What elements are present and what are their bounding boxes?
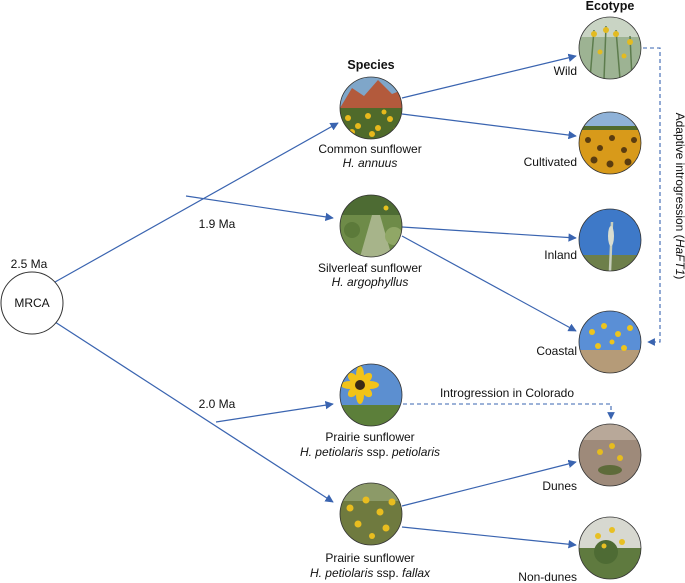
inland-ecotype-photo xyxy=(579,209,641,271)
mrca-node xyxy=(0,271,64,335)
species-header: Species xyxy=(347,58,394,72)
branch-fallax-dunes xyxy=(401,459,577,507)
prairie-petiolaris-photo xyxy=(340,364,402,426)
ecotype-header: Ecotype xyxy=(586,0,635,13)
branch-to-petiolaris xyxy=(215,400,334,423)
silverleaf-sunflower-photo xyxy=(340,195,402,257)
species-latin-2: H. argophyllus xyxy=(332,275,409,289)
ecotype-label-dunes: Dunes xyxy=(542,479,577,493)
species-common-3: Prairie sunflower xyxy=(325,430,414,444)
branch-fallax-nondunes xyxy=(401,526,577,549)
branch-annuus-cultivated xyxy=(401,113,577,140)
dunes-ecotype-photo xyxy=(579,424,641,486)
ecotype-label-cultivated: Cultivated xyxy=(524,155,577,169)
ecotype-label-wild: Wild xyxy=(554,64,577,78)
branch-root-fallax xyxy=(54,321,334,503)
mrca-label: MRCA xyxy=(14,296,49,310)
root-age-label: 2.5 Ma xyxy=(11,257,48,271)
branch-argophyllus-inland xyxy=(401,226,577,242)
colorado-introgression-arrow xyxy=(403,403,615,420)
wild-ecotype-photo xyxy=(579,17,641,79)
coastal-ecotype-photo xyxy=(579,311,641,373)
nondunes-ecotype-photo xyxy=(579,517,641,579)
branch-to-argophyllus xyxy=(185,195,334,222)
adaptive-introgression-arrow xyxy=(643,47,661,346)
species-common-4: Prairie sunflower xyxy=(325,551,414,565)
species-common-1: Common sunflower xyxy=(318,142,421,156)
ecotype-label-coastal: Coastal xyxy=(536,344,577,358)
species-latin-1: H. annuus xyxy=(343,156,398,170)
colorado-introgression-label: Introgression in Colorado xyxy=(440,386,574,400)
split-age-petiolaris: 2.0 Ma xyxy=(199,397,236,411)
branch-annuus-wild xyxy=(401,53,577,99)
adaptive-introgression-label: Adaptive introgression (HaFT1) xyxy=(673,113,685,280)
species-common-2: Silverleaf sunflower xyxy=(318,261,422,275)
branch-argophyllus-coastal xyxy=(401,235,577,332)
species-latin-3: H. petiolaris ssp. petiolaris xyxy=(300,445,440,459)
ecotype-label-nondunes: Non-dunes xyxy=(518,570,577,583)
branch-root-annuus xyxy=(54,122,339,283)
split-age-annuus-argophyllus: 1.9 Ma xyxy=(199,217,236,231)
ecotype-label-inland: Inland xyxy=(544,248,577,262)
species-latin-4: H. petiolaris ssp. fallax xyxy=(310,566,431,580)
